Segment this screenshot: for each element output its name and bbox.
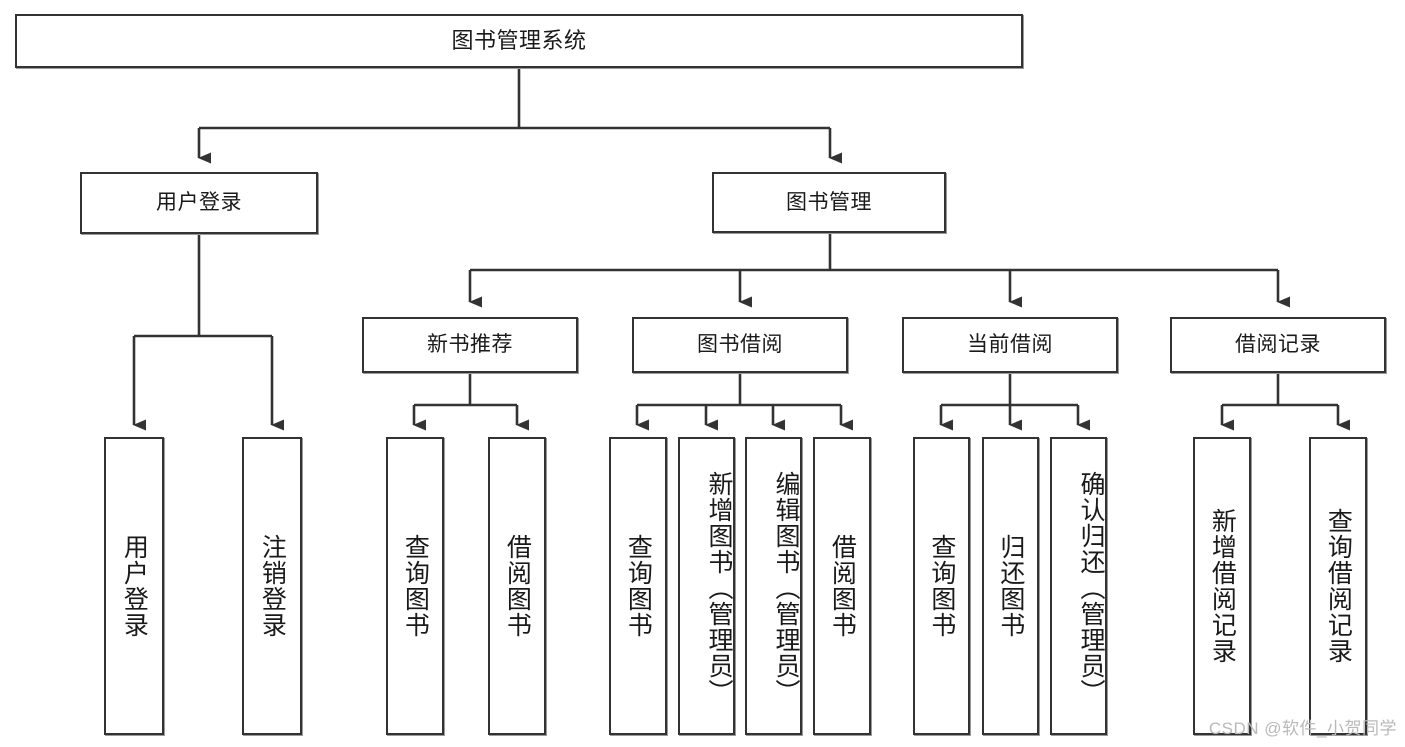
node-label: 查询图书 [927, 534, 956, 638]
node-label: 图书借阅 [697, 333, 783, 357]
node-leaf-query-book-2[interactable]: 查询图书 [609, 437, 667, 735]
node-label: 注销登录 [258, 534, 287, 638]
node-leaf-return-book[interactable]: 归还图书 [982, 437, 1039, 735]
node-new-book-recommend[interactable]: 新书推荐 [362, 317, 578, 373]
node-book-management-system[interactable]: 图书管理系统 [15, 14, 1023, 68]
node-leaf-user-login[interactable]: 用户登录 [104, 437, 164, 735]
node-leaf-confirm-return-admin[interactable]: 确认归还（管理员） [1050, 437, 1107, 735]
node-book-borrow[interactable]: 图书借阅 [632, 317, 848, 373]
node-leaf-borrow-book-1[interactable]: 借阅图书 [488, 437, 546, 735]
node-leaf-add-borrow-record[interactable]: 新增借阅记录 [1193, 437, 1251, 735]
node-label: 确认归还（管理员） [1077, 471, 1105, 705]
node-label: 用户登录 [120, 534, 149, 638]
node-current-borrow[interactable]: 当前借阅 [902, 317, 1118, 373]
node-leaf-logout-login[interactable]: 注销登录 [242, 437, 302, 735]
node-label: 归还图书 [996, 534, 1025, 638]
node-book-manage[interactable]: 图书管理 [712, 172, 946, 233]
node-user-login[interactable]: 用户登录 [80, 172, 318, 234]
node-label: 编辑图书（管理员） [772, 471, 800, 705]
node-label: 借阅记录 [1235, 333, 1321, 357]
node-leaf-borrow-book-2[interactable]: 借阅图书 [813, 437, 871, 735]
node-label: 新增借阅记录 [1208, 508, 1237, 664]
csdn-watermark: CSDN @软件_小贺同学 [1208, 719, 1397, 738]
node-label: 当前借阅 [967, 333, 1053, 357]
node-label: 查询图书 [624, 534, 653, 638]
node-leaf-query-book-3[interactable]: 查询图书 [913, 437, 970, 735]
node-label: 图书管理系统 [451, 27, 587, 53]
node-borrow-record[interactable]: 借阅记录 [1170, 317, 1386, 373]
node-leaf-add-book-admin[interactable]: 新增图书（管理员） [678, 437, 735, 735]
node-label: 查询借阅记录 [1324, 508, 1353, 664]
node-label: 新书推荐 [427, 333, 513, 357]
node-leaf-query-borrow-record[interactable]: 查询借阅记录 [1309, 437, 1367, 735]
node-leaf-edit-book-admin[interactable]: 编辑图书（管理员） [745, 437, 802, 735]
node-label: 借阅图书 [828, 534, 857, 638]
node-label: 用户登录 [156, 191, 242, 215]
node-label: 图书管理 [786, 190, 872, 214]
node-leaf-query-book-1[interactable]: 查询图书 [386, 437, 444, 735]
node-label: 查询图书 [401, 534, 430, 638]
node-label: 借阅图书 [503, 534, 532, 638]
node-label: 新增图书（管理员） [705, 471, 733, 705]
